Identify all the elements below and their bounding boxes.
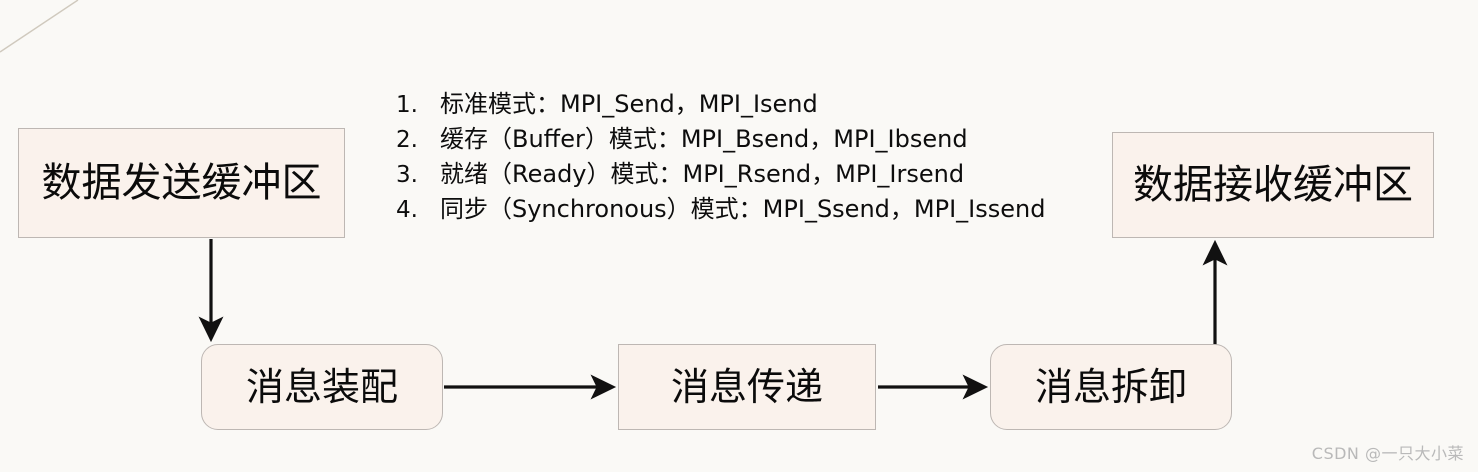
list-item: 2. 缓存（Buffer）模式：MPI_Bsend，MPI_Ibsend bbox=[396, 119, 1096, 154]
node-message-disassemble-label: 消息拆卸 bbox=[1034, 365, 1187, 409]
list-item-text: 缓存（Buffer）模式：MPI_Bsend，MPI_Ibsend bbox=[440, 125, 968, 153]
node-send-buffer[interactable]: 数据发送缓冲区 bbox=[18, 128, 345, 238]
list-item-text: 就绪（Ready）模式：MPI_Rsend，MPI_Irsend bbox=[440, 160, 965, 188]
list-item-number: 1. bbox=[396, 92, 418, 118]
node-message-assemble-label: 消息装配 bbox=[245, 365, 398, 409]
node-message-disassemble[interactable]: 消息拆卸 bbox=[990, 344, 1232, 430]
mpi-send-modes-list: 1. 标准模式：MPI_Send，MPI_Isend 2. 缓存（Buffer）… bbox=[396, 84, 1096, 224]
list-item: 3. 就绪（Ready）模式：MPI_Rsend，MPI_Irsend bbox=[396, 154, 1096, 189]
list-item: 4. 同步（Synchronous）模式：MPI_Ssend，MPI_Issen… bbox=[396, 189, 1096, 224]
node-message-transfer[interactable]: 消息传递 bbox=[618, 344, 876, 430]
node-message-transfer-label: 消息传递 bbox=[670, 365, 823, 409]
list-item-number: 4. bbox=[396, 197, 418, 223]
list-item-number: 2. bbox=[396, 127, 418, 153]
node-recv-buffer-label: 数据接收缓冲区 bbox=[1133, 162, 1413, 208]
list-item-text: 同步（Synchronous）模式：MPI_Ssend，MPI_Issend bbox=[440, 195, 1046, 223]
watermark: CSDN @一只大小菜 bbox=[1311, 444, 1464, 463]
list-item-text: 标准模式：MPI_Send，MPI_Isend bbox=[440, 90, 818, 118]
list-item-number: 3. bbox=[396, 162, 418, 188]
corner-diagonal-line bbox=[0, 0, 79, 53]
node-send-buffer-label: 数据发送缓冲区 bbox=[41, 160, 322, 206]
node-recv-buffer[interactable]: 数据接收缓冲区 bbox=[1112, 132, 1434, 238]
list-item: 1. 标准模式：MPI_Send，MPI_Isend bbox=[396, 84, 1096, 119]
node-message-assemble[interactable]: 消息装配 bbox=[201, 344, 443, 430]
